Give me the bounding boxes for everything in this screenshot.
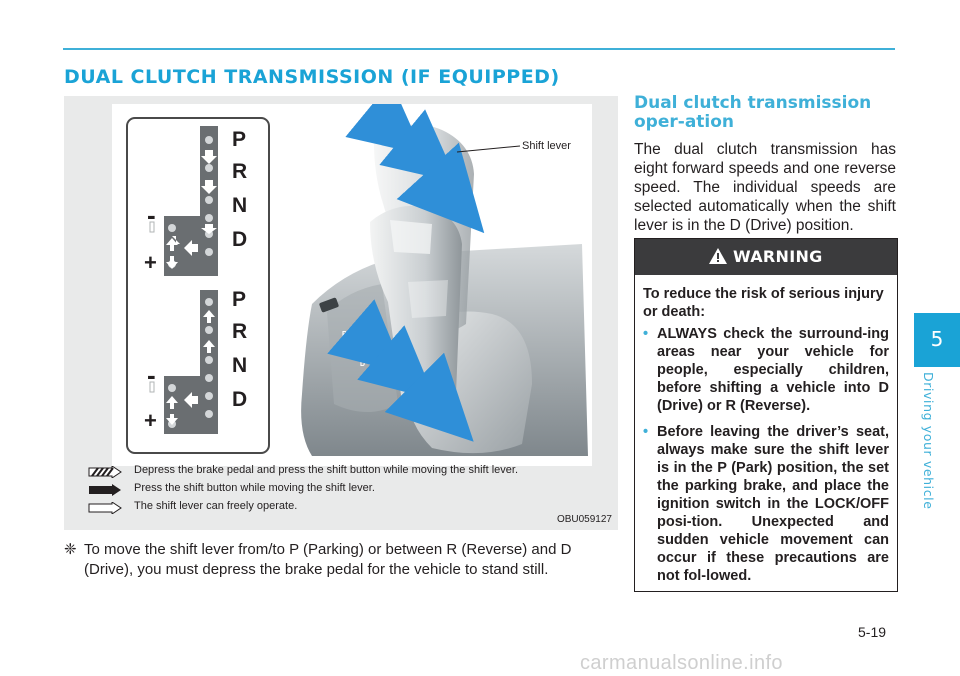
gate-letter-r: R	[232, 160, 248, 183]
bullet-icon: •	[643, 326, 649, 342]
hatched-arrow-icon	[88, 466, 122, 478]
subsection-title: Dual clutch transmission oper-ation	[634, 93, 872, 132]
note-mark: ❈	[64, 541, 77, 558]
warning-item-text: ALWAYS check the surround-ing areas near…	[657, 326, 889, 414]
watermark: carmanualsonline.info	[580, 652, 783, 674]
chapter-label: Driving your vehicle	[921, 372, 936, 510]
gate-slot-lower	[164, 290, 218, 434]
gate-dots-lower	[168, 298, 213, 428]
gate-arrows-lower	[166, 310, 215, 425]
gate-letter-n: N	[232, 194, 248, 217]
page-number: 5-19	[858, 624, 887, 640]
chapter-number: 5	[930, 327, 944, 351]
svg-text:P: P	[342, 331, 347, 338]
warning-icon	[709, 248, 727, 264]
gate-minus: -	[147, 200, 156, 230]
chapter-tab[interactable]: 5	[914, 313, 960, 367]
callout-line	[456, 145, 521, 153]
gate-panel	[126, 117, 270, 454]
svg-text:R: R	[348, 341, 353, 348]
bullet-icon: •	[643, 424, 649, 440]
warning-item-text: Before leaving the driver’s seat, always…	[657, 424, 889, 584]
gate-plus: +	[144, 250, 157, 275]
shift-lever-callout: Shift lever	[522, 140, 571, 152]
gate-letter-d: D	[232, 388, 248, 411]
subsection-body: The dual clutch transmission has eight f…	[634, 141, 896, 234]
section-title: DUAL CLUTCH TRANSMISSION (IF EQUIPPED)	[64, 66, 560, 88]
warning-list: • ALWAYS check the surround-ing areas ne…	[643, 325, 889, 593]
legend-text: The shift lever can freely operate.	[134, 500, 298, 512]
gate-letter-p: P	[232, 288, 247, 311]
svg-text:N: N	[354, 351, 359, 358]
movement-arrows	[327, 104, 485, 442]
svg-text:D: D	[360, 361, 365, 368]
warning-item: • ALWAYS check the surround-ing areas ne…	[643, 325, 889, 415]
gate-slot-upper	[164, 126, 218, 276]
top-rule	[63, 48, 895, 50]
outline-arrow-icon	[88, 502, 122, 514]
warning-box: WARNING To reduce the risk of serious in…	[634, 238, 898, 592]
gate-letter-n: N	[232, 354, 248, 377]
gate-letter-r: R	[232, 320, 248, 343]
gate-minus: -	[147, 360, 156, 390]
gate-letter-p: P	[232, 128, 247, 151]
warning-intro: To reduce the risk of serious injury or …	[643, 286, 884, 320]
warning-title: WARNING	[733, 247, 823, 266]
legend-text: Depress the brake pedal and press the sh…	[134, 464, 518, 476]
solid-arrow-icon	[89, 484, 121, 496]
figure-code: OBU059127	[556, 514, 612, 525]
gate-plus: +	[144, 408, 157, 433]
note-text: To move the shift lever from/to P (Parki…	[84, 541, 572, 578]
warning-item: • Before leaving the driver’s seat, alwa…	[643, 423, 889, 585]
gate-arrows-upper	[166, 150, 217, 269]
gate-letter-d: D	[232, 228, 248, 251]
warning-header: WARNING	[635, 239, 897, 275]
legend-text: Press the shift button while moving the …	[134, 482, 375, 494]
